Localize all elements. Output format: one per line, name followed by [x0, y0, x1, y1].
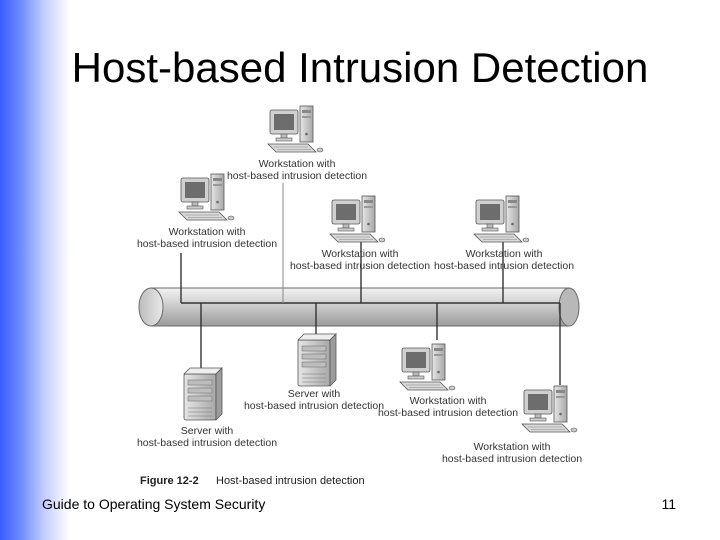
node-workstation-lower-mid: Workstation with host-based intrusion de… [378, 343, 518, 419]
node-label-line1: Workstation with [410, 395, 487, 407]
node-label-line1: Workstation with [259, 158, 336, 170]
node-label-line2: host-based intrusion detection [434, 260, 574, 272]
figure-caption-text: Host-based intrusion detection [216, 475, 365, 487]
node-label-line2: host-based intrusion detection [244, 400, 384, 412]
node-label-line2: host-based intrusion detection [137, 437, 277, 449]
node-label-line2: host-based intrusion detection [442, 453, 582, 465]
node-workstation-mid: Workstation with host-based intrusion de… [290, 195, 430, 272]
node-server-center: Server with host-based intrusion detecti… [244, 333, 384, 412]
node-workstation-right: Workstation with host-based intrusion de… [434, 195, 574, 272]
page-number: 11 [661, 496, 676, 512]
node-workstation-left: Workstation with host-based intrusion de… [137, 173, 277, 250]
node-label-line1: Workstation with [322, 248, 399, 260]
node-label-line2: host-based intrusion detection [378, 407, 518, 419]
figure-caption-number: Figure 12-2 [140, 475, 199, 487]
slide-gradient-bar [0, 0, 70, 540]
node-workstation-top: Workstation with host-based intrusion de… [227, 105, 367, 182]
node-label-line2: host-based intrusion detection [137, 238, 277, 250]
node-label-line2: host-based intrusion detection [227, 170, 367, 182]
node-label-line1: Server with [288, 388, 341, 400]
footer-course-title: Guide to Operating System Security [42, 496, 266, 512]
node-label-line1: Workstation with [466, 248, 543, 260]
node-label-line1: Server with [181, 425, 234, 437]
node-label-line1: Workstation with [474, 441, 551, 453]
node-label-line1: Workstation with [169, 226, 246, 238]
node-label-line2: host-based intrusion detection [290, 260, 430, 272]
slide-title: Host-based Intrusion Detection [71, 44, 649, 91]
network-backbone [138, 287, 580, 327]
node-server-left: Server with host-based intrusion detecti… [137, 367, 277, 449]
node-workstation-lower-right: Workstation with host-based intrusion de… [442, 385, 582, 465]
